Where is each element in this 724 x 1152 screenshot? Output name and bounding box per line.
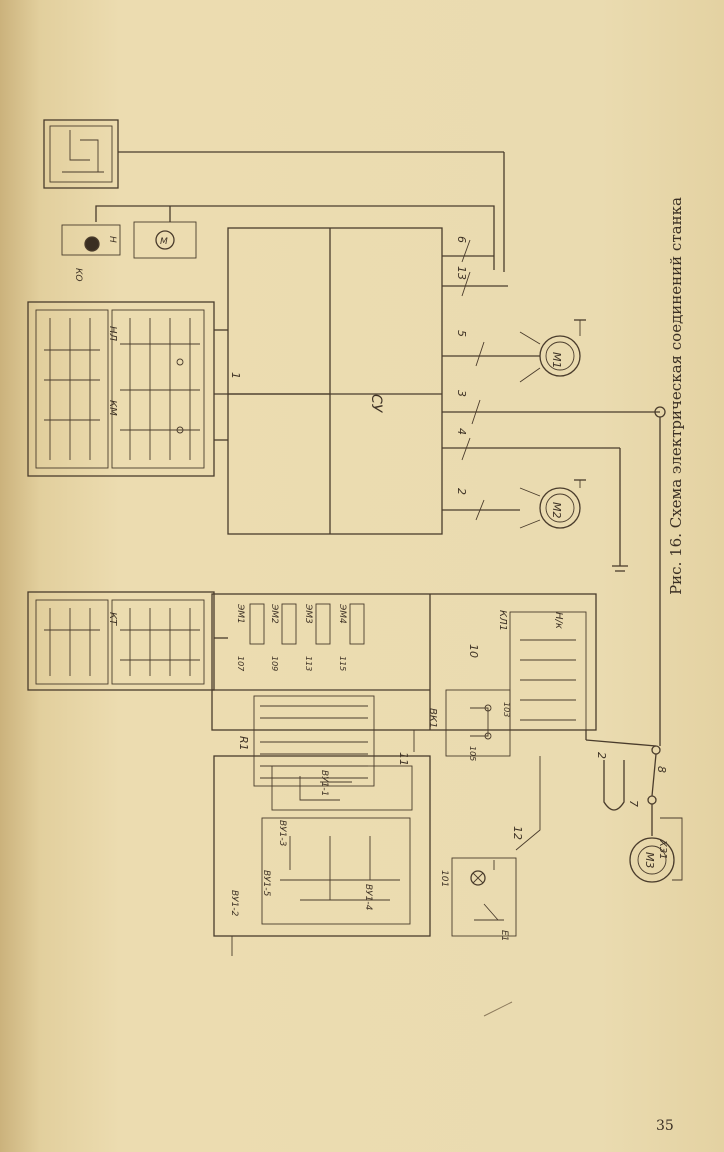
main-bus — [603, 406, 666, 836]
pushbutton-block: ВУ1-3 ВУ1-1 ВУ1-5 ВУ1-4 ВУ1-2 — [213, 755, 431, 956]
motor-m2: М2 — [519, 479, 586, 529]
km-label: КМ — [107, 400, 118, 416]
relay-vu2-label: ВУ1-2 — [229, 890, 239, 917]
ym2-label: ЭМ2 — [269, 603, 279, 624]
relay-vu4-label: ВУ1-4 — [363, 884, 373, 911]
pin-109-label: 109 — [270, 656, 279, 671]
switch-vk1: ВК1 103 105 11 — [397, 689, 511, 766]
block-x31-label: Х31 — [657, 839, 668, 860]
pin-105-label: 105 — [468, 746, 477, 761]
relay-vu3-label: ВУ1-3 — [277, 820, 287, 847]
relay-panel-upper: НЛ КМ 1 — [27, 301, 330, 477]
motor-m1: М1 — [519, 319, 586, 383]
control-unit-label: СУ — [368, 394, 384, 414]
svg-text:Н: Н — [107, 236, 117, 243]
motor-m3-label: М3 — [643, 852, 656, 869]
ym1-label: ЭМ1 — [235, 603, 245, 624]
wire-3-label: 3 — [455, 390, 468, 397]
wire-5-label: 5 — [455, 330, 468, 337]
wire-10-label: 10 — [467, 644, 480, 658]
pin-101-label: 101 — [439, 870, 449, 887]
stray-mark — [483, 1001, 513, 1017]
wire-4-label: 4 — [455, 428, 468, 435]
control-unit-block: СУ — [227, 227, 443, 535]
wire-11-label: 11 — [397, 752, 410, 766]
lamp-block: 101 Е1 12 — [439, 756, 541, 941]
figure-caption: Рис. 16. Схема электрическая соединений … — [667, 197, 685, 595]
ym3-label: ЭМ3 — [303, 603, 313, 624]
terminal-xp-label: Н/к — [553, 612, 564, 629]
wire-12-label: 12 — [511, 826, 524, 840]
pin-113-label: 113 — [304, 656, 313, 671]
top-relay-device — [43, 119, 505, 272]
block-kl-label: КЛ1 — [497, 610, 508, 631]
kt-label: КТ — [107, 612, 118, 626]
lamp-el-label: Е1 — [499, 930, 509, 941]
svg-text:КО: КО — [73, 268, 83, 281]
svg-text:М: М — [160, 237, 168, 247]
motor-m2-label: М2 — [550, 502, 563, 519]
motor-m3: М3 Х31 — [629, 817, 683, 883]
wire-13-label: 13 — [455, 266, 468, 280]
resistor-r1-label: R1 — [237, 736, 250, 751]
relay-vu1-label: ВУ1-1 — [319, 770, 329, 796]
terminal-wires: 2 8 7 — [585, 730, 668, 807]
page-number: 35 — [656, 1118, 674, 1134]
wire-8-label: 8 — [655, 766, 668, 773]
pin-115-label: 115 — [338, 656, 347, 671]
pin-103-label: 103 — [502, 702, 511, 717]
wire-7-label: 7 — [627, 800, 640, 807]
control-unit-wires: 6 13 5 3 4 2 — [442, 236, 660, 521]
motor-m1-label: М1 — [550, 352, 563, 369]
indicator-block: М Н КО — [61, 205, 495, 281]
switch-vk1-label: ВК1 — [427, 708, 438, 728]
wire-2-label: 2 — [455, 488, 468, 495]
ym4-label: ЭМ4 — [337, 603, 347, 624]
wire-6-label: 6 — [455, 236, 468, 243]
relay-panel-lower: КТ — [27, 591, 228, 691]
wire-2b-label: 2 — [595, 752, 608, 759]
pin-107-label: 107 — [236, 656, 245, 672]
ground-symbol — [612, 448, 628, 572]
wire-1-label: 1 — [229, 372, 242, 379]
relay-vu5-label: ВУ1-5 — [261, 870, 271, 897]
kn-label: НЛ — [107, 326, 118, 342]
terminal-area: ЭМ1 ЭМ2 ЭМ3 ЭМ4 107 109 113 115 R1 КЛ1 Н… — [211, 593, 597, 787]
